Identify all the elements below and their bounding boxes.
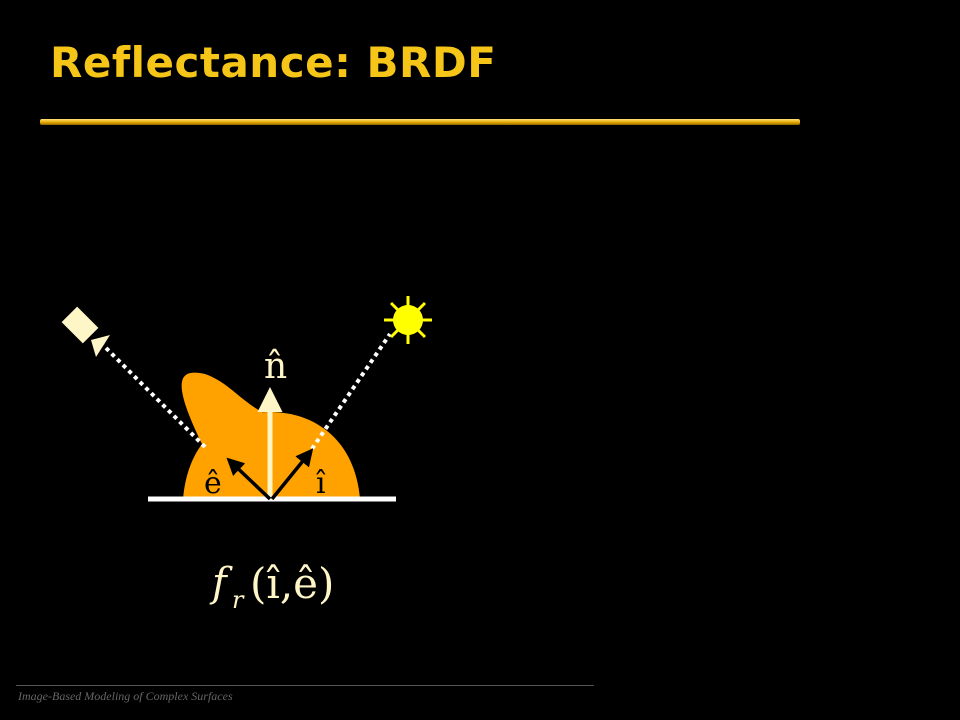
camera-icon	[61, 306, 110, 357]
title-underline	[40, 119, 800, 125]
eye-direction-label: ê	[204, 466, 222, 501]
view-ray	[98, 340, 207, 449]
formula-arguments: (î,ê)	[250, 559, 334, 608]
light-ray	[301, 332, 392, 464]
slide-footer: Image-Based Modeling of Complex Surfaces	[18, 689, 233, 703]
normal-label: n̂	[264, 346, 287, 387]
sun-icon	[384, 296, 432, 344]
eye-direction-arrow	[226, 457, 272, 501]
incident-direction-label: î	[316, 466, 326, 501]
formula-function: f	[209, 560, 233, 606]
formula-subscript: r	[232, 586, 245, 614]
incident-direction-arrow	[270, 448, 314, 501]
brdf-formula: f r (î,ê)	[209, 559, 334, 614]
footer-divider	[16, 685, 594, 686]
slide-title: Reflectance: BRDF	[50, 38, 497, 87]
